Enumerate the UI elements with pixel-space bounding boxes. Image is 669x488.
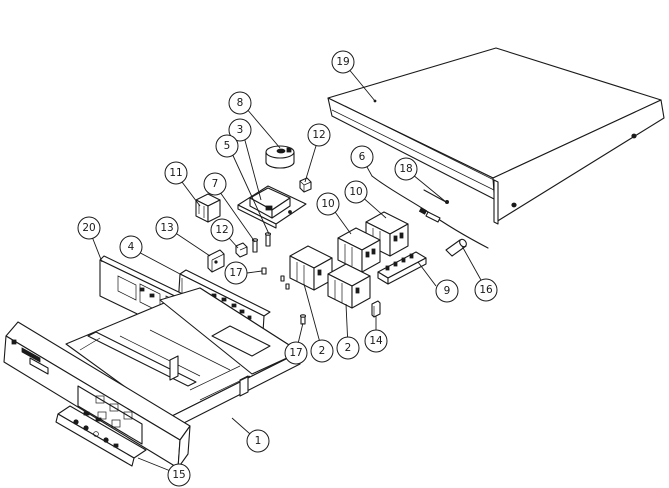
callout-6: 6: [350, 145, 374, 169]
callout-7: 7: [203, 172, 227, 196]
svg-text:14: 14: [369, 335, 383, 347]
svg-text:15: 15: [172, 469, 185, 481]
svg-text:17: 17: [289, 347, 302, 359]
callout-15: 15: [167, 463, 191, 487]
callout-9: 9: [435, 279, 459, 303]
callout-12-lower: 12: [210, 218, 234, 242]
svg-text:13: 13: [160, 222, 173, 234]
svg-text:3: 3: [237, 124, 244, 136]
part-contactor-middle: [337, 227, 381, 273]
callout-14: 14: [364, 329, 388, 353]
svg-text:10: 10: [321, 198, 334, 210]
callout-17-upper: 17: [224, 261, 248, 285]
svg-text:8: 8: [237, 97, 244, 109]
part-contactor-rear: [365, 211, 409, 257]
part-keypad-overlay: [55, 405, 147, 467]
callout-16: 16: [474, 278, 498, 302]
part-small-standoffs: [261, 267, 307, 325]
callout-4: 4: [119, 235, 143, 259]
svg-text:1: 1: [255, 435, 262, 447]
svg-text:7: 7: [212, 178, 219, 190]
svg-text:12: 12: [215, 224, 228, 236]
part-terminal-connector: [207, 249, 225, 273]
part-base-chassis: [65, 287, 301, 431]
callout-18: 18: [394, 157, 418, 181]
svg-text:18: 18: [399, 163, 412, 175]
part-top-cover: [327, 47, 665, 225]
svg-text:4: 4: [128, 241, 135, 253]
svg-text:2: 2: [345, 342, 352, 354]
callout-20: 20: [77, 216, 101, 240]
callout-5: 5: [215, 134, 239, 158]
svg-text:5: 5: [224, 140, 231, 152]
part-small-block-lower: [235, 242, 248, 258]
svg-text:12: 12: [312, 129, 325, 141]
callout-11: 11: [164, 161, 188, 185]
part-relay-block: [195, 193, 221, 223]
callout-3: 3: [228, 118, 252, 142]
callout-8: 8: [228, 91, 252, 115]
svg-text:20: 20: [82, 222, 95, 234]
svg-text:10: 10: [349, 186, 362, 198]
svg-text:19: 19: [336, 56, 349, 68]
callout-10-lower: 10: [316, 192, 340, 216]
part-small-block-upper: [299, 177, 312, 193]
svg-text:6: 6: [359, 151, 366, 163]
callout-12-upper: 12: [307, 123, 331, 147]
callout-1: 1: [246, 429, 270, 453]
svg-text:16: 16: [479, 284, 493, 296]
callout-10-upper: 10: [344, 180, 368, 204]
part-contactor-front-right: [327, 263, 371, 309]
svg-text:9: 9: [444, 285, 451, 297]
svg-text:17: 17: [229, 267, 242, 279]
callout-17-lower: 17: [284, 341, 308, 365]
part-standoffs: [251, 232, 272, 253]
callout-2-right: 2: [336, 336, 360, 360]
part-motor: [265, 145, 295, 169]
part-circuit-board: [237, 185, 307, 229]
callout-2-left: 2: [310, 339, 334, 363]
svg-text:2: 2: [319, 345, 326, 357]
svg-text:11: 11: [169, 167, 182, 179]
part-terminal-strip: [377, 251, 427, 285]
part-contactor-front-left: [289, 245, 333, 291]
part-clip: [371, 300, 381, 318]
callout-13: 13: [155, 216, 179, 240]
part-probe-cable: [371, 175, 489, 249]
part-cylinder: [445, 238, 467, 257]
callout-19: 19: [331, 50, 355, 74]
